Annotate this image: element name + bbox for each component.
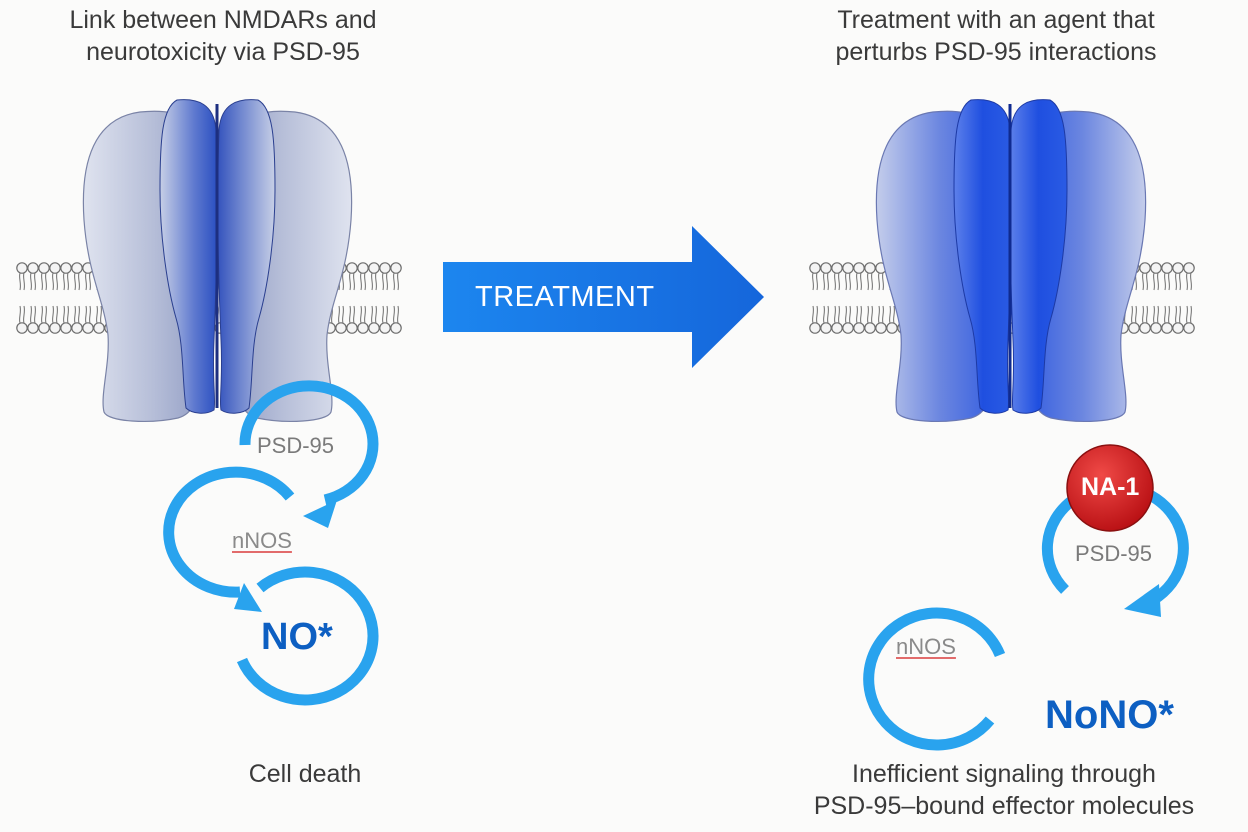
lipid-head-bottom (368, 305, 380, 334)
lipid-head-bottom (357, 305, 369, 334)
nnos-cycle-arrow (163, 466, 295, 598)
lipid-head-bottom (16, 305, 28, 334)
right-arrowhead (1124, 584, 1161, 617)
left-no-label: NO* (261, 616, 333, 658)
left-panel-title: Link between NMDARs and neurotoxicity vi… (0, 4, 483, 68)
right-title-line2: perturbs PSD-95 interactions (835, 38, 1157, 66)
arrowhead-to-nnos (303, 500, 337, 528)
lipid-head-bottom (820, 305, 832, 334)
lipid-head-top (1161, 262, 1173, 291)
right-title-line1: Treatment with an agent that (837, 6, 1155, 34)
lipid-head-bottom (864, 305, 876, 334)
lipid-head-bottom (1183, 305, 1195, 334)
left-psd95-label: PSD-95 (257, 433, 335, 458)
lipid-head-bottom (809, 305, 821, 334)
lipid-head-bottom (842, 305, 854, 334)
lipid-head-top (390, 262, 402, 291)
right-psd95-label: PSD-95 (1075, 541, 1153, 566)
lipid-head-top (27, 262, 39, 291)
psd95-cycle-arrow (239, 380, 379, 506)
left-caption: Cell death (248, 760, 362, 788)
lipid-head-top (809, 262, 821, 291)
right-panel-title: Treatment with an agent that perturbs PS… (736, 4, 1248, 68)
lipid-head-top (864, 262, 876, 291)
lipid-head-bottom (831, 305, 843, 334)
lipid-head-top (379, 262, 391, 291)
lipid-head-bottom (71, 305, 83, 334)
right-caption-line2: PSD-95–bound effector molecules (813, 792, 1195, 820)
lipid-head-bottom (38, 305, 50, 334)
treatment-arrow (443, 226, 764, 368)
lipid-head-bottom (390, 305, 402, 334)
lipid-head-top (49, 262, 61, 291)
lipid-head-bottom (27, 305, 39, 334)
lipid-head-top (1183, 262, 1195, 291)
no-cycle-arrow (236, 566, 379, 706)
right-nmda-receptor (875, 99, 1147, 422)
left-nmda-receptor (82, 99, 353, 422)
lipid-head-top (1139, 262, 1151, 291)
lipid-head-top (71, 262, 83, 291)
lipid-head-bottom (82, 305, 94, 334)
left-arrowheads (234, 500, 337, 612)
lipid-head-bottom (853, 305, 865, 334)
arrowhead-to-no (234, 583, 262, 612)
lipid-head-bottom (1139, 305, 1151, 334)
left-title-line2: neurotoxicity via PSD-95 (86, 38, 360, 66)
na1-peptide-icon (1066, 444, 1154, 532)
nono-label: NoNO* (1045, 693, 1174, 737)
lipid-head-bottom (875, 305, 887, 334)
right-caption-line1: Inefficient signaling through (852, 760, 1156, 788)
right-nnos-label: nNOS (896, 634, 956, 659)
lipid-head-top (1150, 262, 1162, 291)
lipid-head-top (842, 262, 854, 291)
lipid-head-top (38, 262, 50, 291)
na1-label: NA-1 (1081, 473, 1140, 501)
lipid-head-top (820, 262, 832, 291)
lipid-head-top (1172, 262, 1184, 291)
lipid-head-top (853, 262, 865, 291)
treatment-arrow-label: TREATMENT (475, 281, 655, 313)
lipid-head-bottom (346, 305, 358, 334)
lipid-head-top (346, 262, 358, 291)
lipid-head-bottom (379, 305, 391, 334)
lipid-head-top (357, 262, 369, 291)
left-nnos-label: nNOS (232, 528, 292, 553)
right-caption: Inefficient signaling through PSD-95–bou… (760, 758, 1248, 822)
lipid-head-bottom (1172, 305, 1184, 334)
lipid-head-top (368, 262, 380, 291)
left-title-line1: Link between NMDARs and (69, 6, 377, 34)
right-nnos-cycle (863, 607, 1006, 751)
lipid-head-top (16, 262, 28, 291)
lipid-head-bottom (49, 305, 61, 334)
left-signaling-cascade (163, 380, 379, 706)
lipid-head-bottom (60, 305, 72, 334)
lipid-head-bottom (335, 305, 347, 334)
lipid-head-bottom (1150, 305, 1162, 334)
lipid-head-top (831, 262, 843, 291)
lipid-head-top (60, 262, 72, 291)
lipid-head-bottom (1128, 305, 1140, 334)
lipid-head-bottom (1161, 305, 1173, 334)
